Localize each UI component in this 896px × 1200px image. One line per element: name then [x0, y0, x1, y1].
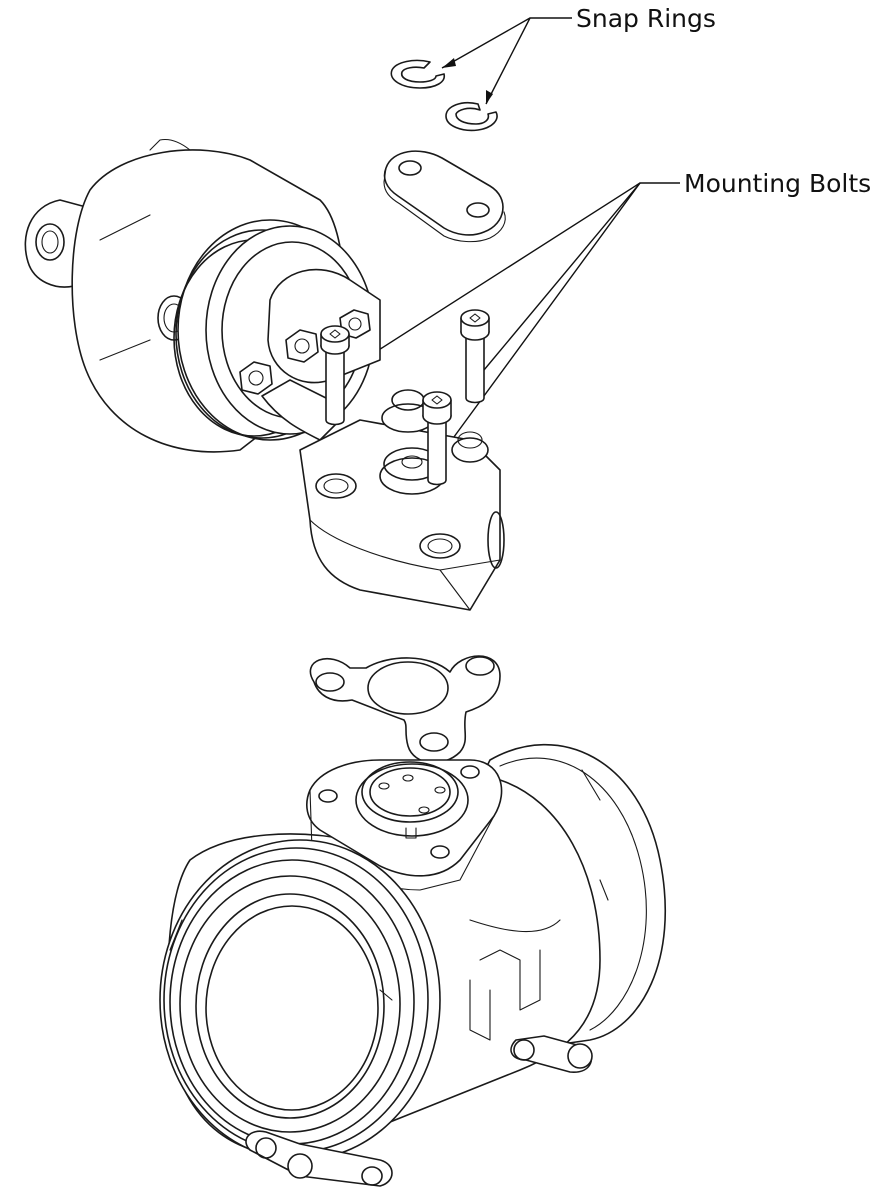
- shaft-boss-right: [451, 431, 489, 463]
- gasket: [309, 655, 501, 764]
- shaft-boss-rear: [381, 389, 435, 433]
- mounting-bolt-1: [320, 325, 350, 426]
- mounting-bolt-3: [422, 391, 452, 486]
- valve-body: [159, 743, 667, 1187]
- mounting-bolts-label: Mounting Bolts: [684, 169, 871, 198]
- snap-ring-right: [445, 101, 498, 132]
- hex-nut-center: [285, 329, 319, 363]
- clamp-lug-front: [245, 1130, 393, 1187]
- mounting-bolt-2: [460, 309, 490, 404]
- link-plate: [383, 150, 506, 243]
- hex-nut-left: [239, 361, 273, 395]
- snap-rings-callout: Snap Rings: [441, 4, 716, 105]
- clamp-lug-rear: [510, 1035, 593, 1073]
- mounting-bolts-callout: Mounting Bolts: [337, 169, 871, 457]
- snap-ring-left: [390, 59, 445, 89]
- actuator-housing: [24, 138, 505, 611]
- snap-rings-label: Snap Rings: [576, 4, 716, 33]
